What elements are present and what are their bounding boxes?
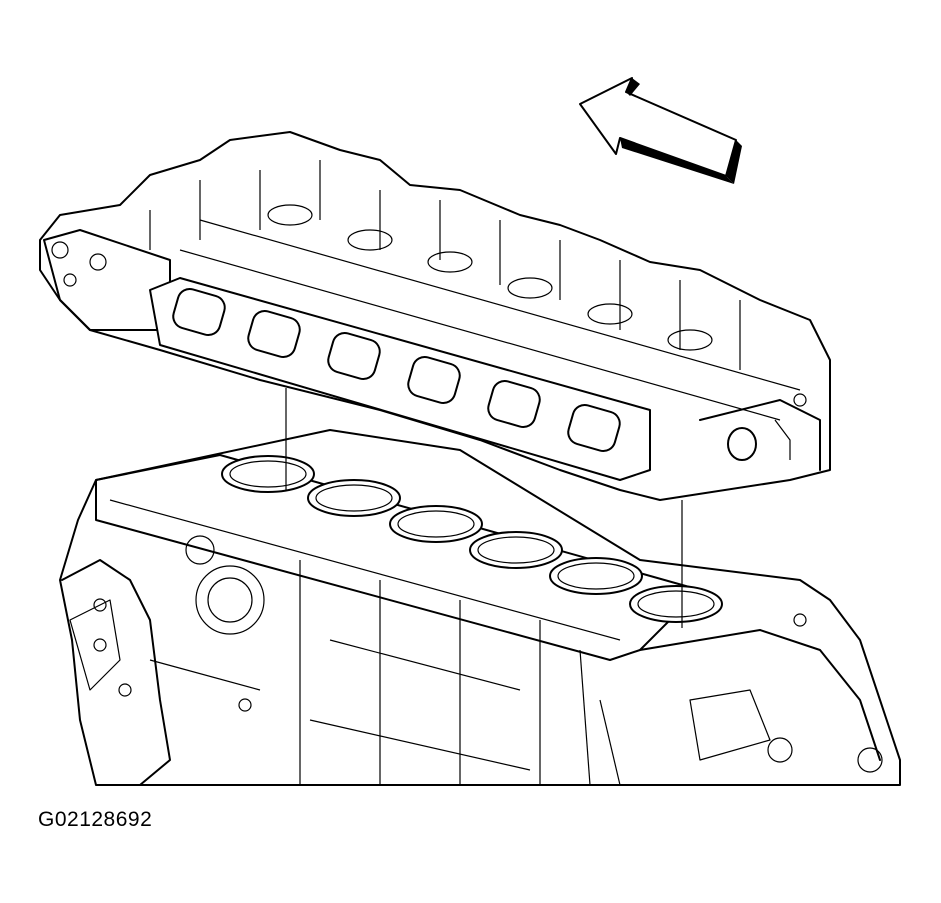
engine-exploded-diagram	[39, 77, 901, 786]
figure-id-label: G02128692	[38, 808, 153, 831]
cylinder-head	[39, 131, 831, 501]
arrow-left-icon	[579, 77, 742, 184]
cylinder-bores	[221, 455, 723, 623]
engine-block	[59, 429, 901, 786]
alignment-guide-lines	[285, 388, 683, 628]
